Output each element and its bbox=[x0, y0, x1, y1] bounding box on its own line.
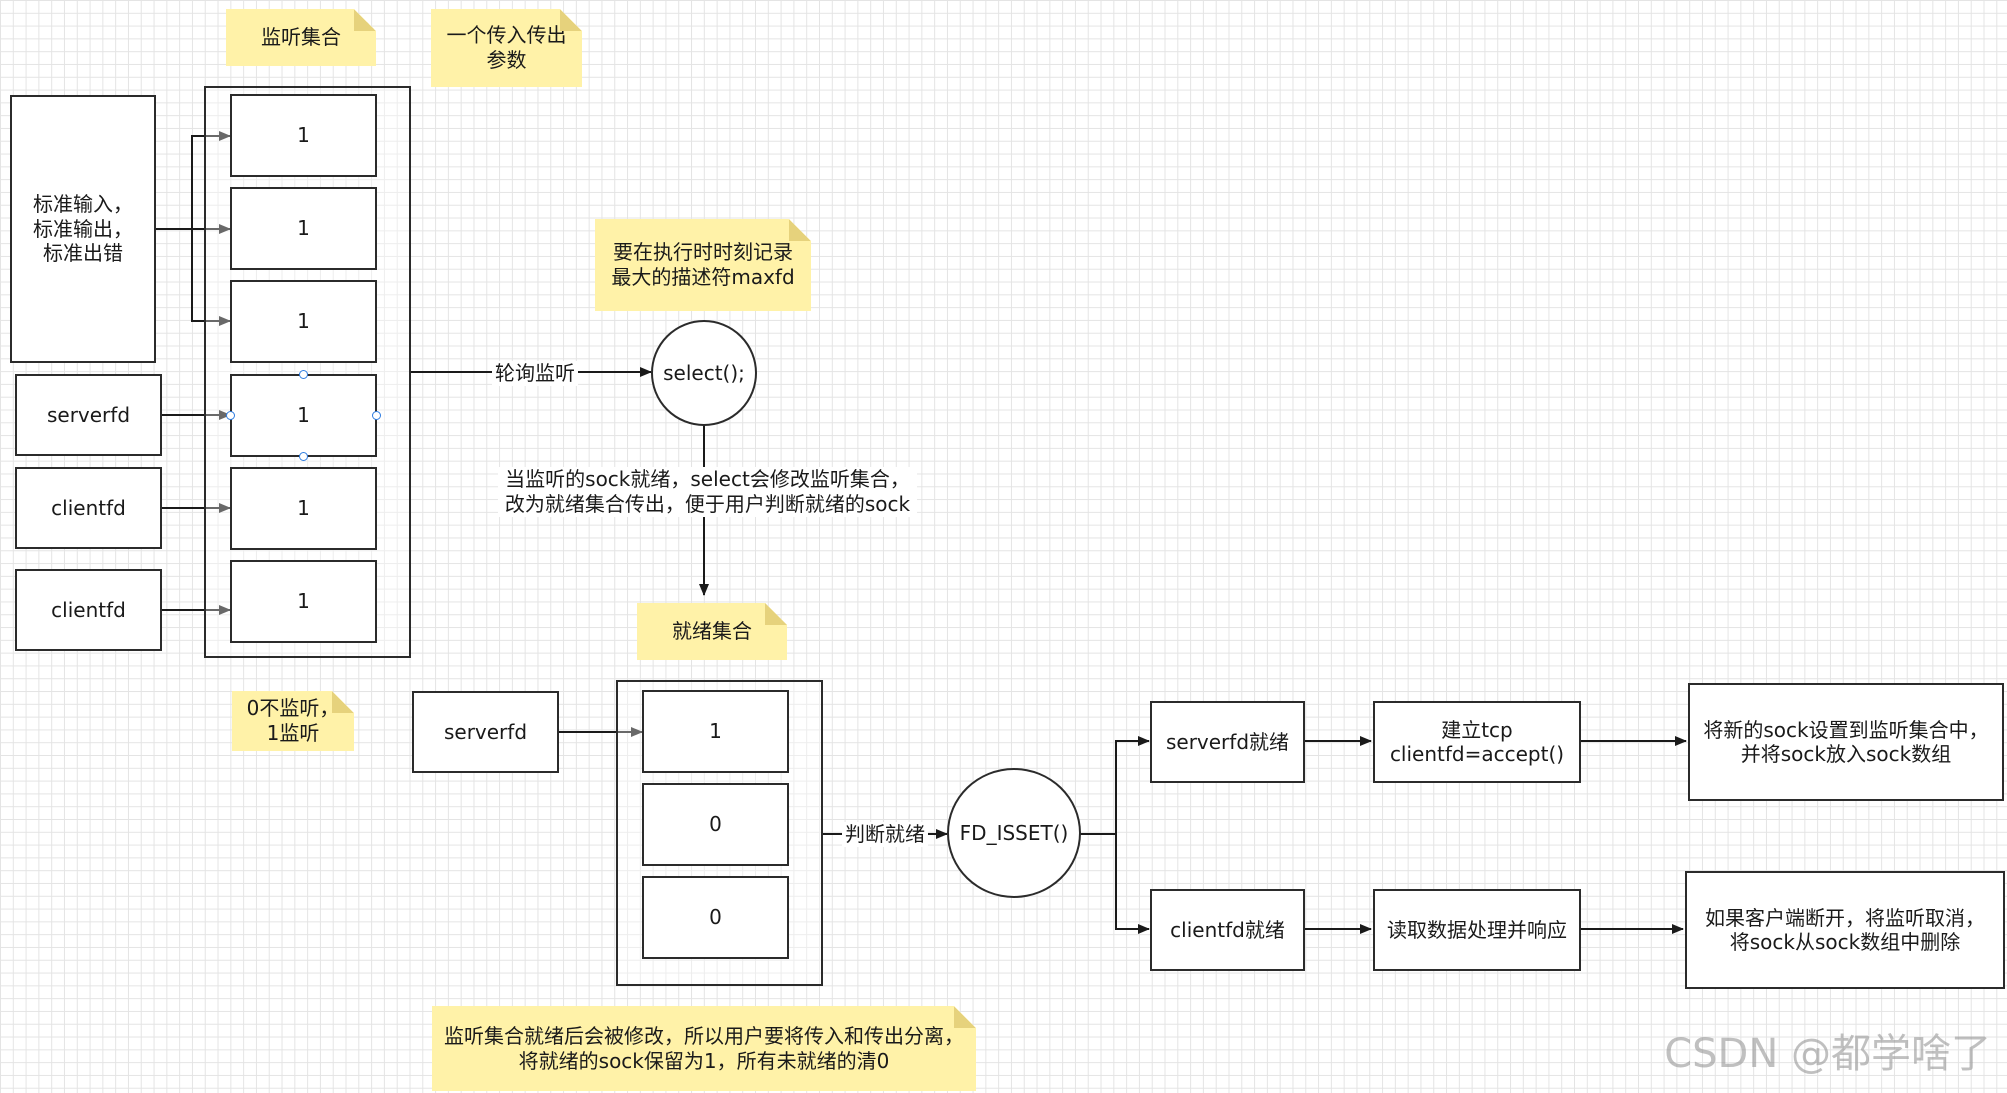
monitor-cell[interactable]: 1 bbox=[230, 374, 377, 457]
branch-label: 读取数据处理并响应 bbox=[1387, 917, 1567, 942]
cell-value: 1 bbox=[297, 123, 310, 148]
ready-cell: 1 bbox=[642, 690, 789, 773]
cell-value: 1 bbox=[297, 216, 310, 241]
note-ready-set: 就绪集合 bbox=[637, 603, 787, 660]
monitor-cell: 1 bbox=[230, 94, 377, 177]
serverfd-label: serverfd bbox=[46, 402, 131, 427]
note-text: 就绪集合 bbox=[672, 619, 752, 643]
note-zero-one: 0不监听， 1监听 bbox=[232, 691, 354, 751]
note-text: 监听集合 bbox=[261, 25, 341, 49]
branch-label: serverfd就绪 bbox=[1165, 729, 1290, 754]
branch-edge bbox=[1115, 834, 1150, 934]
note-text: 一个传入传出 参数 bbox=[446, 23, 567, 72]
cell-value: 0 bbox=[709, 905, 722, 930]
select-edge-label: 当监听的sock就绪，select会修改监听集合， 改为就绪集合传出，便于用户判… bbox=[498, 467, 917, 517]
branch-label: 如果客户端断开，将监听取消， 将sock从sock数组中删除 bbox=[1705, 905, 1985, 954]
note-text: 监听集合就绪后会被修改，所以用户要将传入和传出分离， 将就绪的sock保留为1，… bbox=[444, 1023, 964, 1073]
monitor-cell: 1 bbox=[230, 560, 377, 643]
cell-value: 1 bbox=[297, 309, 310, 334]
branch-edge bbox=[1080, 736, 1150, 835]
monitor-cell: 1 bbox=[230, 280, 377, 363]
monitor-cell: 1 bbox=[230, 467, 377, 550]
ready-cell: 0 bbox=[642, 876, 789, 959]
std-streams-box: 标准输入， 标准输出， 标准出错 bbox=[10, 95, 156, 363]
cell-value: 1 bbox=[709, 719, 722, 744]
ready-cell: 0 bbox=[642, 783, 789, 866]
resize-handle[interactable] bbox=[299, 452, 308, 461]
judge-edge-label: 判断就绪 bbox=[842, 822, 928, 847]
clientfd-box: clientfd bbox=[15, 467, 162, 549]
read-box: 读取数据处理并响应 bbox=[1373, 889, 1581, 971]
branch-label: 将新的sock设置到监听集合中， 并将sock放入sock数组 bbox=[1703, 717, 1989, 766]
cell-value: 1 bbox=[297, 496, 310, 521]
note-monitor-set: 监听集合 bbox=[226, 9, 376, 66]
std-streams-label: 标准输入， 标准输出， 标准出错 bbox=[33, 192, 133, 266]
cell-value: 1 bbox=[297, 403, 310, 428]
fd-isset-node: FD_ISSET() bbox=[947, 768, 1081, 898]
watermark: CSDN @都学啥了 bbox=[1664, 1031, 1991, 1077]
monitor-cell: 1 bbox=[230, 187, 377, 270]
clientfd-ready-box: clientfd就绪 bbox=[1150, 889, 1305, 971]
note-text: 0不监听， 1监听 bbox=[246, 696, 340, 745]
remove-sock-box: 如果客户端断开，将监听取消， 将sock从sock数组中删除 bbox=[1685, 871, 2005, 989]
clientfd-label: clientfd bbox=[51, 597, 126, 622]
clientfd-label: clientfd bbox=[51, 495, 126, 520]
add-sock-box: 将新的sock设置到监听集合中， 并将sock放入sock数组 bbox=[1688, 683, 2004, 801]
cell-value: 0 bbox=[709, 812, 722, 837]
branch-label: clientfd就绪 bbox=[1170, 917, 1285, 942]
branch-label: 建立tcp clientfd=accept() bbox=[1389, 717, 1565, 766]
select-node-label: select(); bbox=[663, 360, 745, 385]
poll-edge-label: 轮询监听 bbox=[492, 361, 578, 386]
ready-serverfd-box: serverfd bbox=[412, 691, 559, 773]
note-text: 要在执行时时刻记录 最大的描述符maxfd bbox=[611, 240, 795, 289]
cell-value: 1 bbox=[297, 589, 310, 614]
serverfd-ready-box: serverfd就绪 bbox=[1150, 701, 1305, 783]
serverfd-label: serverfd bbox=[443, 719, 528, 744]
std-connector bbox=[191, 229, 231, 326]
resize-handle[interactable] bbox=[226, 411, 235, 420]
note-maxfd: 要在执行时时刻记录 最大的描述符maxfd bbox=[595, 219, 811, 311]
serverfd-box: serverfd bbox=[15, 374, 162, 456]
select-node: select(); bbox=[651, 320, 757, 426]
std-connector bbox=[155, 131, 231, 230]
fd-isset-label: FD_ISSET() bbox=[959, 820, 1069, 845]
note-in-out-param: 一个传入传出 参数 bbox=[431, 9, 582, 87]
resize-handle[interactable] bbox=[372, 411, 381, 420]
note-bottom: 监听集合就绪后会被修改，所以用户要将传入和传出分离， 将就绪的sock保留为1，… bbox=[432, 1006, 976, 1091]
clientfd-box: clientfd bbox=[15, 569, 162, 651]
accept-box: 建立tcp clientfd=accept() bbox=[1373, 701, 1581, 783]
resize-handle[interactable] bbox=[299, 370, 308, 379]
